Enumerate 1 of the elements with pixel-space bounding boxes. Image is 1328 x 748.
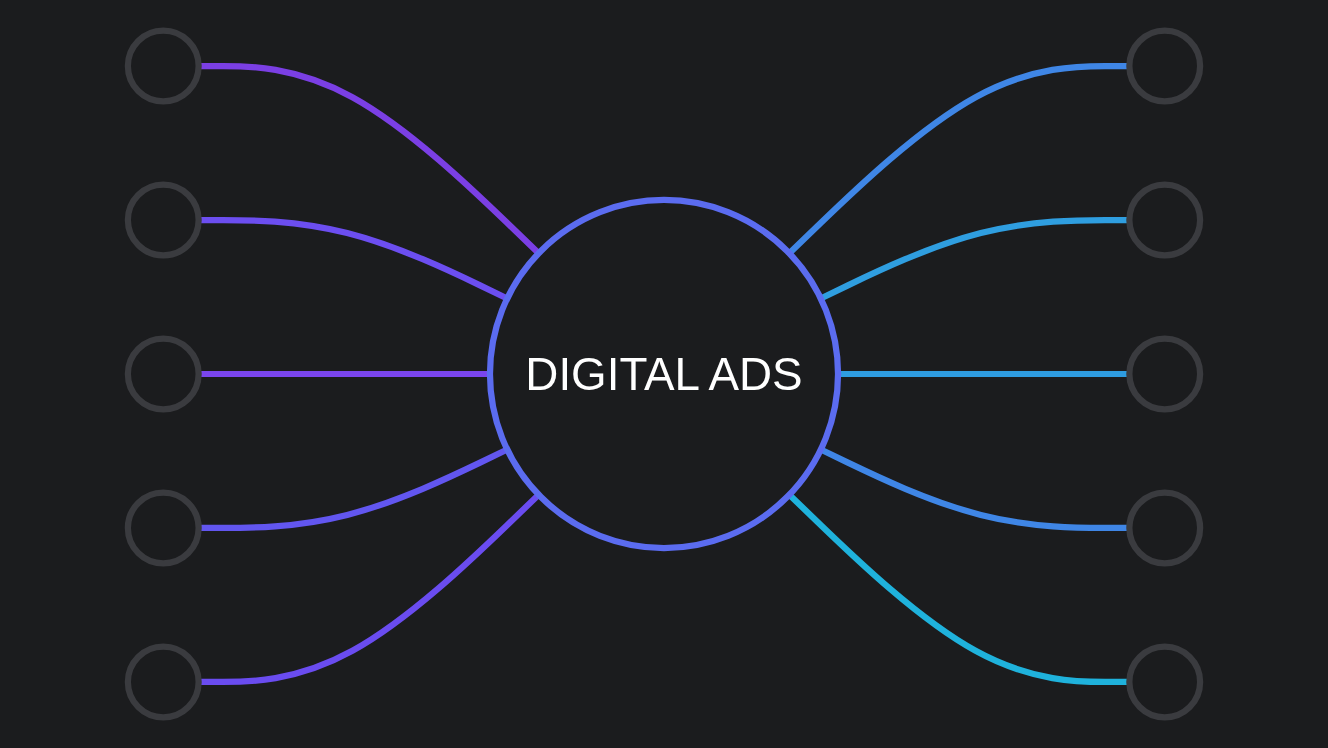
- hub-circle: DIGITAL ADS: [486, 196, 842, 552]
